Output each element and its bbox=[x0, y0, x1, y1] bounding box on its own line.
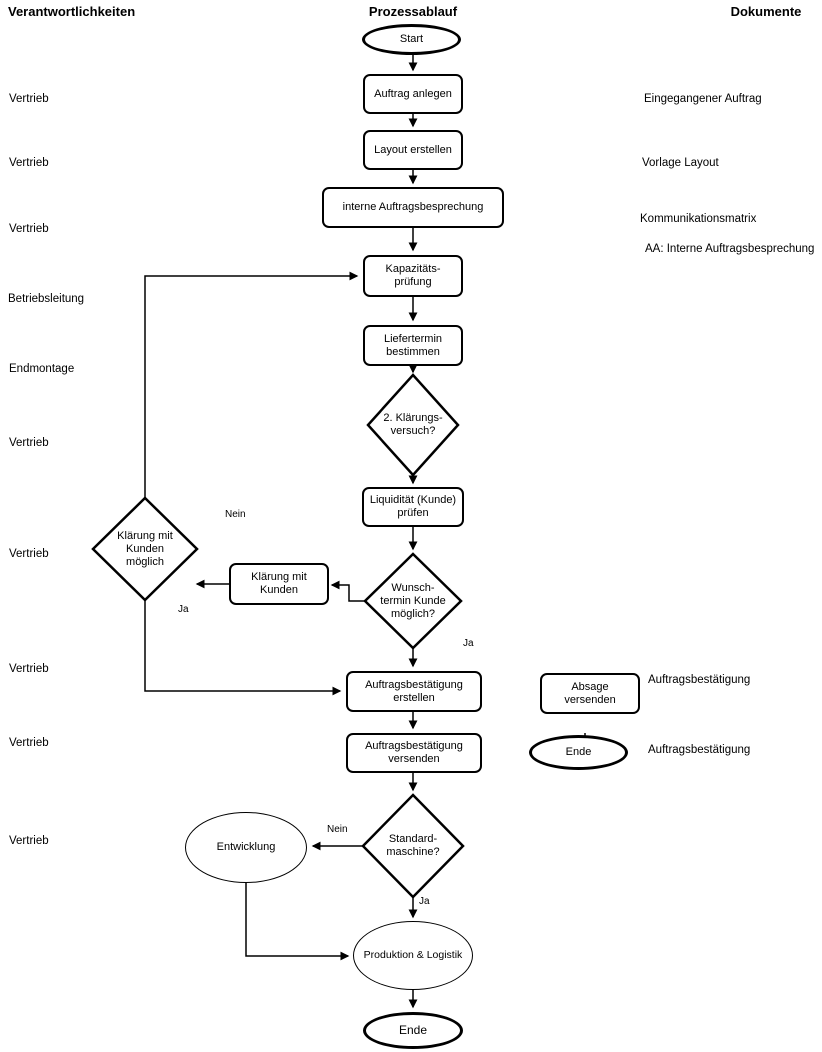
node-ende-rechts: Ende bbox=[529, 735, 628, 770]
node-shape-klaerung-moeglich bbox=[91, 496, 199, 602]
node-label: Ende bbox=[565, 746, 592, 758]
node-label: Kapazitäts- prüfung bbox=[385, 263, 441, 288]
responsibility-label: Vertrieb bbox=[9, 835, 49, 847]
responsibility-label: Vertrieb bbox=[9, 93, 49, 105]
node-label-klaerung-moeglich: Klärung mit Kunden möglich bbox=[95, 527, 195, 571]
node-label: Klärung mit Kunden bbox=[251, 571, 307, 596]
node-label: Auftragsbestätigung versenden bbox=[365, 740, 463, 765]
responsibility-label: Vertrieb bbox=[9, 437, 49, 449]
responsibility-label: Endmontage bbox=[9, 363, 75, 375]
header-prozessablauf: Prozessablauf bbox=[368, 4, 458, 19]
responsibility-label: Betriebsleitung bbox=[8, 293, 85, 305]
node-auftragsbestaetigung-erstellen: Auftragsbestätigung erstellen bbox=[346, 671, 482, 712]
responsibility-label: Vertrieb bbox=[9, 223, 49, 235]
document-label: Kommunikationsmatrix bbox=[640, 213, 757, 225]
document-label: Auftragsbestätigung bbox=[648, 674, 751, 686]
edge-label-ja: Ja bbox=[178, 604, 189, 615]
node-label: Wunsch- termin Kunde möglich? bbox=[380, 581, 446, 620]
node-liquiditaet-pruefen: Liquidität (Kunde) prüfen bbox=[362, 487, 464, 527]
node-label: Auftrag anlegen bbox=[374, 87, 452, 100]
node-label-wunschtermin: Wunsch- termin Kunde möglich? bbox=[363, 579, 463, 623]
edge-label-ja: Ja bbox=[419, 896, 430, 907]
document-label: AA: Interne Auftragsbesprechung bbox=[645, 243, 815, 255]
node-label: 2. Klärungs- versuch? bbox=[383, 412, 443, 437]
node-klaerung-mit-kunden: Klärung mit Kunden bbox=[229, 563, 329, 605]
responsibility-label: Vertrieb bbox=[9, 663, 49, 675]
responsibility-label: Vertrieb bbox=[9, 737, 49, 749]
edge-entwicklung-to-produktion bbox=[245, 882, 350, 961]
node-auftragsbestaetigung-versenden: Auftragsbestätigung versenden bbox=[346, 733, 482, 773]
document-label: Eingegangener Auftrag bbox=[644, 93, 762, 105]
header-dokumente: Dokumente bbox=[730, 4, 802, 19]
node-produktion-logistik: Produktion & Logistik bbox=[353, 921, 473, 990]
node-layout-erstellen: Layout erstellen bbox=[363, 130, 463, 170]
node-label: Absage versenden bbox=[564, 680, 616, 706]
node-start: Start bbox=[362, 24, 461, 55]
edge-klaerung-nein-to-kapazitaet bbox=[144, 271, 359, 498]
header-verantwortlichkeiten: Verantwortlichkeiten bbox=[8, 4, 136, 19]
node-label: Start bbox=[399, 33, 424, 45]
node-auftrag-anlegen: Auftrag anlegen bbox=[363, 74, 463, 114]
node-label: Produktion & Logistik bbox=[363, 949, 463, 961]
node-label: Ende bbox=[398, 1023, 428, 1037]
node-shape-standardmaschine bbox=[361, 793, 465, 899]
node-liefertermin-bestimmen: Liefertermin bestimmen bbox=[363, 325, 463, 366]
document-label: Auftragsbestätigung bbox=[648, 744, 751, 756]
node-label: Entwicklung bbox=[216, 841, 276, 853]
edge-label-nein: Nein bbox=[225, 509, 246, 520]
document-label: Vorlage Layout bbox=[642, 157, 719, 169]
responsibility-label: Vertrieb bbox=[9, 548, 49, 560]
edge-label-nein: Nein bbox=[327, 824, 348, 835]
node-interne-auftragsbesprechung: interne Auftragsbesprechung bbox=[322, 187, 504, 228]
node-label: Standard- maschine? bbox=[386, 833, 440, 858]
node-label: Klärung mit Kunden möglich bbox=[117, 529, 173, 568]
edge-label-ja: Ja bbox=[463, 638, 474, 649]
node-label: interne Auftragsbesprechung bbox=[342, 201, 484, 213]
node-shape-klaerungsversuch bbox=[366, 373, 460, 477]
edge-wunschtermin-nein-to-klaerung-kunden bbox=[330, 580, 365, 602]
node-entwicklung: Entwicklung bbox=[185, 812, 307, 883]
node-kapazitaetspruefung: Kapazitäts- prüfung bbox=[363, 255, 463, 297]
node-label-standardmaschine: Standard- maschine? bbox=[363, 832, 463, 860]
node-label: Liefertermin bestimmen bbox=[383, 332, 443, 358]
node-label: Auftragsbestätigung erstellen bbox=[365, 678, 463, 704]
node-ende: Ende bbox=[363, 1012, 463, 1049]
node-label: Layout erstellen bbox=[374, 143, 452, 156]
node-shape-wunschtermin bbox=[363, 552, 463, 650]
edge-klaerung-ja-to-erstellen bbox=[144, 600, 342, 696]
node-label-klaerungsversuch: 2. Klärungs- versuch? bbox=[368, 405, 458, 445]
node-absage-versenden: Absage versenden bbox=[540, 673, 640, 714]
responsibility-label: Vertrieb bbox=[9, 157, 49, 169]
node-label: Liquidität (Kunde) prüfen bbox=[369, 494, 457, 519]
